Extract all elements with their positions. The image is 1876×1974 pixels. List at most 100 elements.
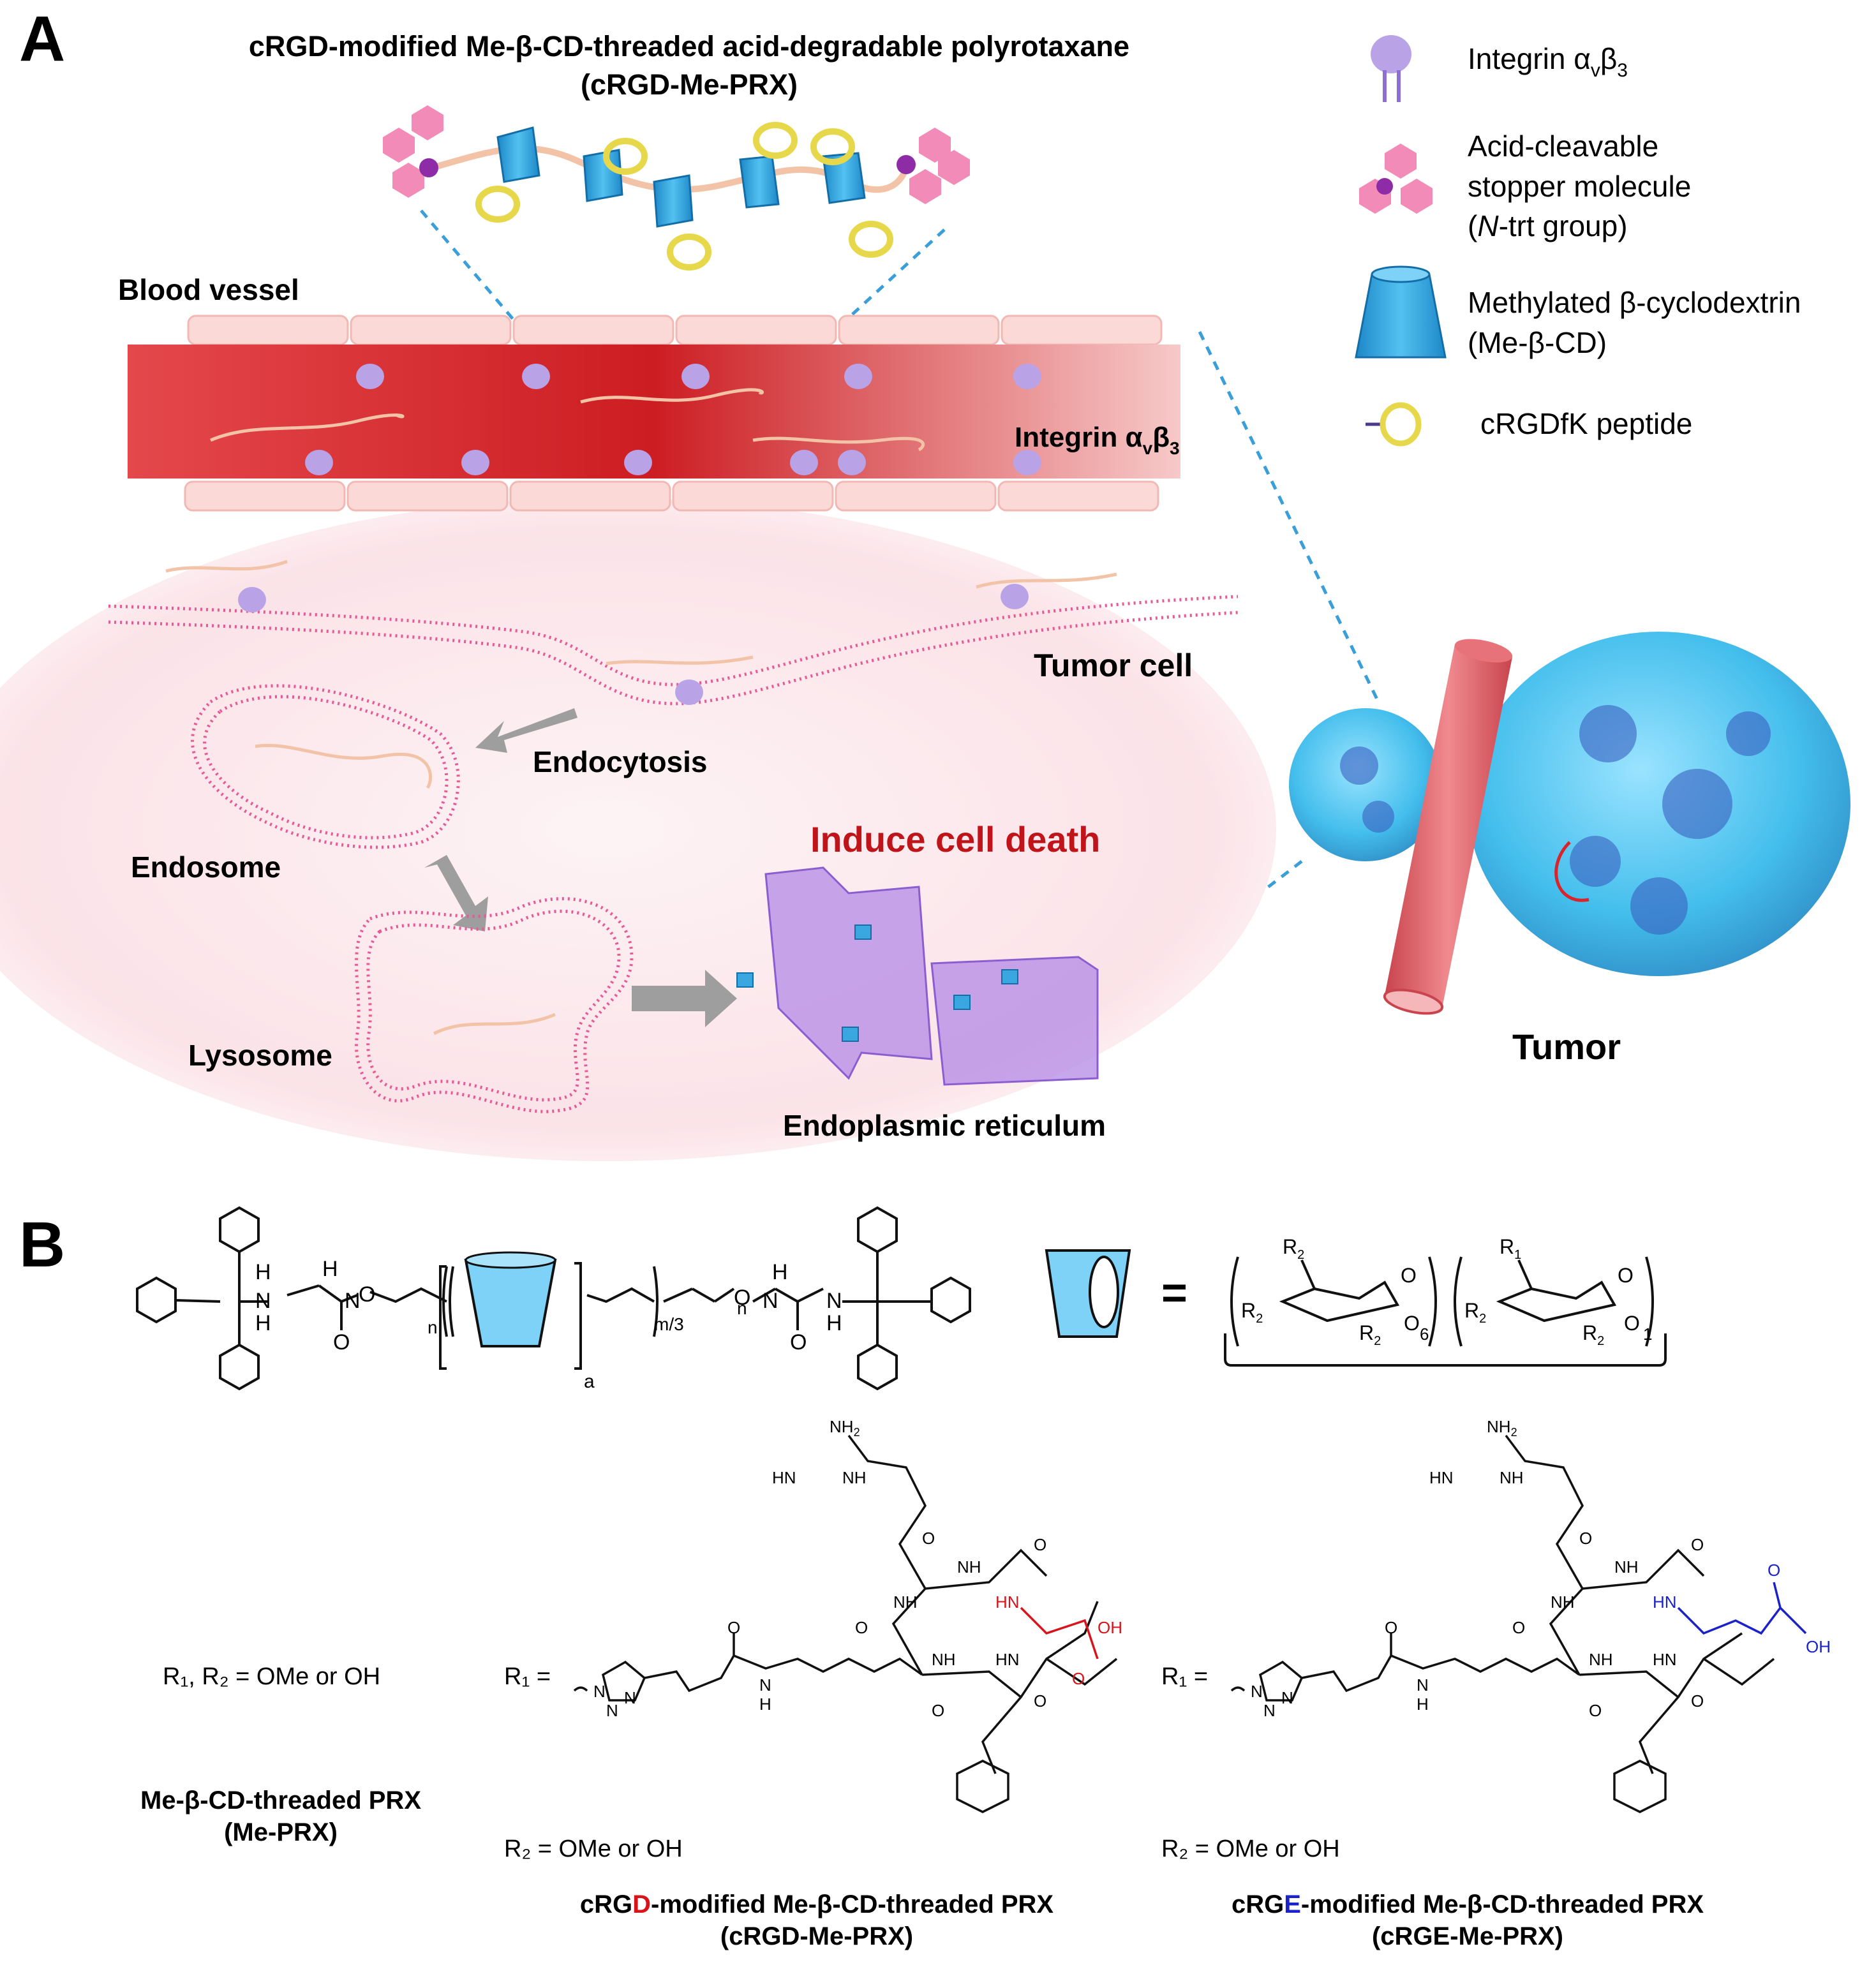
svg-text:HN: HN	[995, 1650, 1020, 1669]
svg-text:NH2: NH2	[830, 1417, 860, 1439]
svg-text:H: H	[255, 1260, 271, 1284]
prx-structure	[136, 1206, 971, 1391]
vessel-lumen	[128, 345, 1180, 479]
svg-text:NH2: NH2	[1487, 1417, 1517, 1439]
endosome-label: Endosome	[131, 850, 281, 884]
svg-text:a: a	[584, 1371, 595, 1392]
legend-cd-line2: (Me-β-CD)	[1468, 326, 1607, 359]
svg-text:R2: R2	[1464, 1299, 1486, 1326]
svg-text:HN: HN	[1429, 1468, 1454, 1487]
svg-text:H: H	[826, 1311, 842, 1335]
legend-integrin-label: Integrin αvβ3	[1468, 42, 1628, 81]
panel-b: B	[19, 1206, 1831, 1950]
membrane-prx-chains	[165, 560, 1117, 665]
vessel-top-cells	[187, 315, 1163, 346]
vessel-prx-chains	[210, 388, 925, 452]
crge-prx-abbrev: (cRGE-Me-PRX)	[1372, 1922, 1563, 1950]
svg-text:NH: NH	[893, 1592, 918, 1612]
svg-text:N: N	[1251, 1682, 1263, 1701]
panel-a: A cRGD-modified Me-β-CD-threaded acid-de…	[0, 3, 1850, 1161]
cell-membrane	[108, 595, 1239, 706]
svg-text:R1: R1	[1500, 1235, 1521, 1262]
legend: Integrin αvβ3 Acid-cleavable stopper mol…	[1355, 35, 1801, 447]
prx-title: cRGD-modified Me-β-CD-threaded acid-degr…	[249, 30, 1129, 63]
svg-text:1: 1	[1643, 1325, 1652, 1344]
r-definition-left: R₁, R₂ = OMe or OH	[163, 1663, 380, 1690]
svg-text:O: O	[359, 1282, 375, 1307]
svg-text:HN: HN	[995, 1592, 1020, 1612]
lysosome-label: Lysosome	[188, 1039, 332, 1072]
svg-text:n: n	[428, 1317, 438, 1337]
svg-text:O: O	[1034, 1691, 1046, 1711]
svg-text:O: O	[1401, 1264, 1417, 1287]
svg-text:N: N	[345, 1289, 361, 1313]
svg-text:R2: R2	[1582, 1321, 1604, 1348]
svg-text:N: N	[763, 1289, 778, 1313]
blood-vessel-label: Blood vessel	[118, 273, 299, 306]
svg-text:N: N	[593, 1682, 606, 1701]
svg-text:O: O	[1072, 1669, 1085, 1688]
svg-text:H: H	[772, 1260, 788, 1284]
svg-text:H: H	[255, 1311, 271, 1335]
svg-text:O: O	[1624, 1312, 1640, 1335]
svg-text:O: O	[855, 1618, 868, 1637]
threaded-cd-symbol	[464, 1259, 557, 1347]
me-prx-name: Me-β-CD-threaded PRX	[140, 1786, 421, 1814]
svg-text:O: O	[727, 1618, 740, 1637]
vessel-integrins	[305, 364, 1041, 475]
crge-r2-label: R₂ = OMe or OH	[1161, 1836, 1340, 1862]
integrin-legend-icon	[1371, 35, 1411, 102]
svg-text:NH: NH	[1551, 1592, 1575, 1612]
svg-text:H: H	[759, 1695, 771, 1714]
svg-text:O: O	[333, 1330, 350, 1354]
svg-text:O: O	[1618, 1264, 1634, 1287]
legend-stopper-line2: stopper molecule	[1468, 170, 1691, 203]
svg-text:O: O	[1034, 1535, 1046, 1554]
threaded-cd-rings	[496, 126, 866, 228]
svg-text:NH: NH	[932, 1650, 956, 1669]
svg-text:O: O	[1385, 1618, 1397, 1637]
panel-b-letter: B	[19, 1209, 65, 1280]
stopper-left	[383, 105, 443, 198]
crge-structure: R₁ = NH2 HN NH NH NH O O O NH O	[1161, 1417, 1831, 1950]
svg-text:NH: NH	[957, 1557, 981, 1577]
svg-text:N: N	[759, 1675, 771, 1695]
crgd-structure: R₁ = NH2 HN NH NH NH O O O NH O	[504, 1417, 1122, 1950]
svg-text:O: O	[790, 1330, 807, 1354]
svg-text:R2: R2	[1283, 1235, 1304, 1262]
svg-text:NH: NH	[842, 1468, 867, 1487]
crgd-r2-label: R₂ = OMe or OH	[504, 1836, 683, 1862]
threaded-cd-rim	[465, 1251, 556, 1269]
endocytosis-arrow	[475, 708, 577, 753]
legend-cd-line1: Methylated β-cyclodextrin	[1468, 286, 1801, 319]
crgd-r1-label: R₁ =	[504, 1663, 551, 1690]
legend-stopper-line3: (N-trt group)	[1468, 209, 1628, 242]
svg-text:n: n	[737, 1298, 747, 1318]
svg-text:H: H	[322, 1257, 338, 1281]
svg-text:O: O	[1512, 1618, 1525, 1637]
er-fragments	[736, 924, 1018, 1042]
cd-equivalence: = R2 R1 R2 R2 R2 R2 O O O	[1045, 1235, 1667, 1367]
svg-text:HN: HN	[1653, 1592, 1677, 1612]
crge-r1-label: R₁ =	[1161, 1663, 1208, 1690]
svg-text:N: N	[826, 1289, 842, 1313]
svg-text:OH: OH	[1098, 1618, 1122, 1637]
er-label: Endoplasmic reticulum	[783, 1109, 1106, 1142]
svg-text:HN: HN	[1653, 1650, 1677, 1669]
svg-text:NH: NH	[1614, 1557, 1639, 1577]
crgd-prx-name: cRGD-modified Me-β-CD-threaded PRX	[580, 1890, 1054, 1918]
induce-cell-death-label: Induce cell death	[810, 819, 1100, 859]
svg-text:OH: OH	[1806, 1637, 1831, 1656]
endosome	[191, 684, 460, 849]
svg-text:N: N	[1281, 1688, 1293, 1707]
svg-text:O: O	[922, 1529, 935, 1548]
svg-text:O: O	[1691, 1691, 1704, 1711]
svg-text:O: O	[1768, 1561, 1780, 1580]
svg-text:NH: NH	[1589, 1650, 1613, 1669]
svg-text:O: O	[734, 1286, 750, 1310]
peptide-legend-icon	[1366, 402, 1422, 447]
polyrotaxane-illustration	[383, 105, 970, 271]
lysosome-to-er-arrow	[632, 970, 737, 1027]
prx-atom-labels: H N H O H N O n a m/3 O n H N O N H	[255, 1257, 842, 1392]
